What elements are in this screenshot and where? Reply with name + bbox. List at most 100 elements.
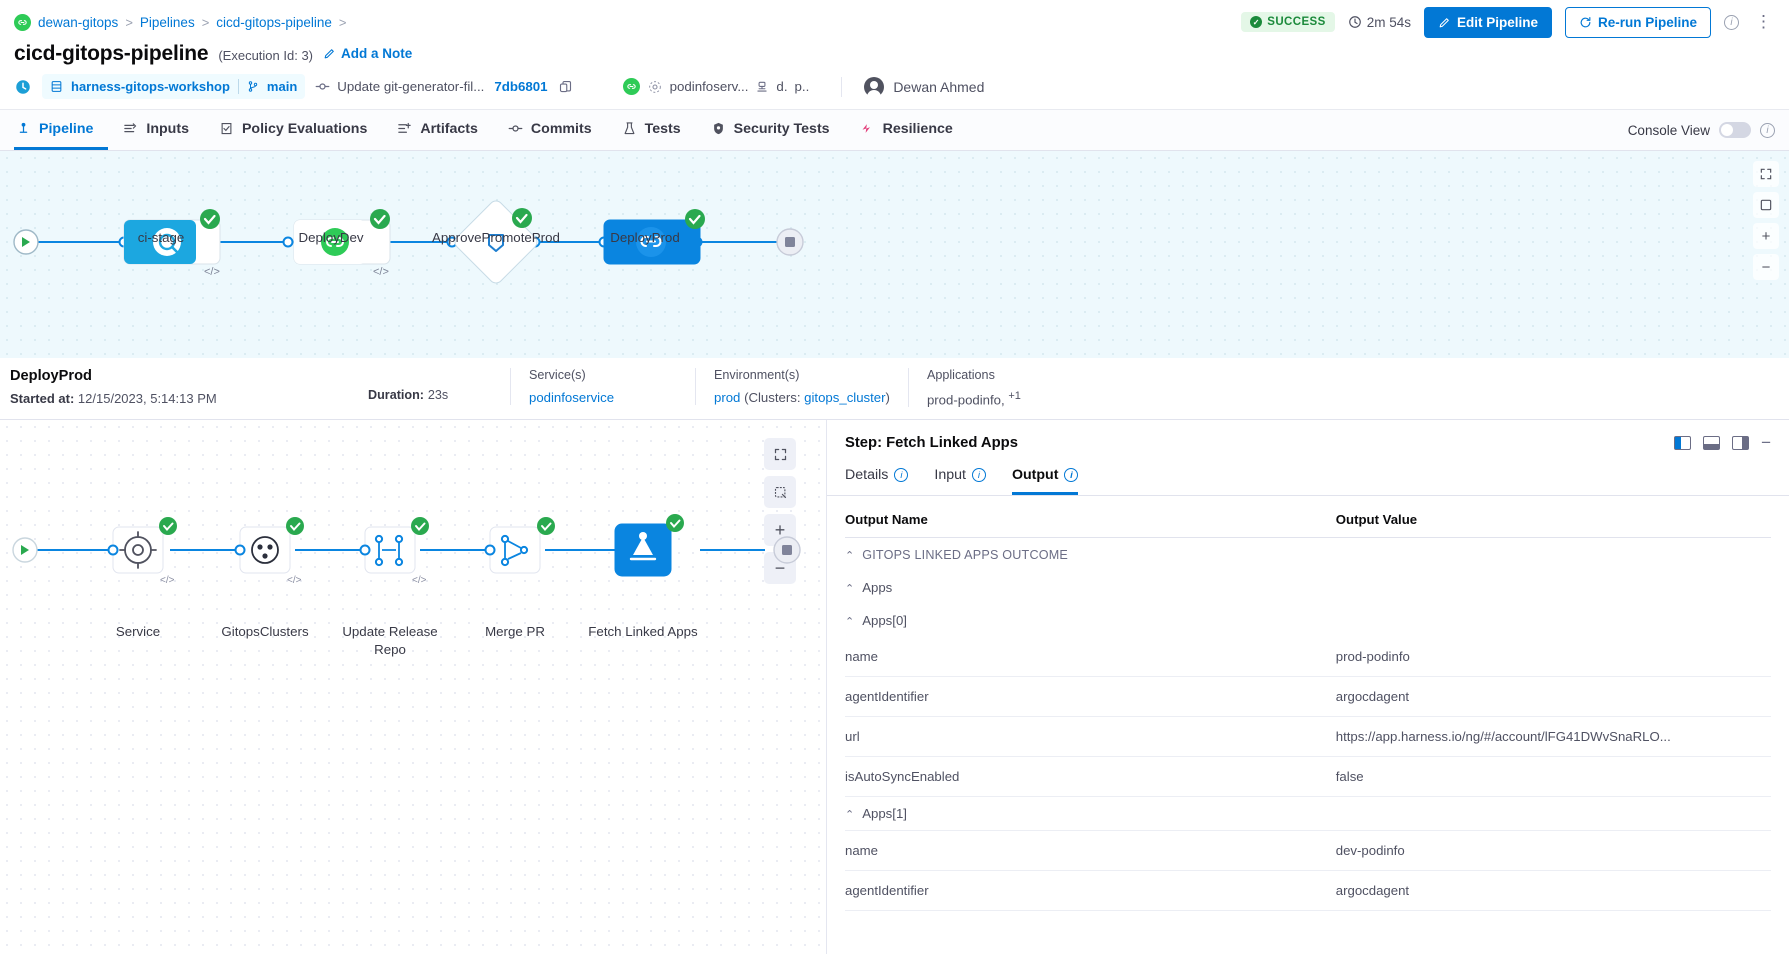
info-icon[interactable]: i bbox=[971, 468, 986, 483]
repo-chip[interactable]: harness-gitops-workshop main bbox=[42, 74, 306, 99]
breadcrumb-separator: > bbox=[201, 14, 210, 30]
col-output-value: Output Value bbox=[1335, 506, 1771, 539]
info-icon[interactable]: i bbox=[894, 468, 909, 483]
step-label-fetch-linked-apps: Fetch Linked Apps bbox=[588, 624, 698, 640]
table-row[interactable]: ⌃ Apps bbox=[845, 571, 1771, 604]
execution-tabs: Pipeline Inputs Policy Evaluations Artif… bbox=[0, 109, 1789, 151]
console-view-label: Console View bbox=[1627, 122, 1710, 138]
chip-divider bbox=[237, 79, 239, 94]
collapse-panel-icon[interactable]: − bbox=[1761, 433, 1771, 453]
stage-label-deployprod: DeployProd bbox=[610, 230, 680, 245]
rerun-pipeline-button[interactable]: Re-run Pipeline bbox=[1564, 6, 1711, 38]
tab-output[interactable]: Output i bbox=[1011, 467, 1079, 496]
table-row[interactable]: ⌃GITOPS LINKED APPS OUTCOME bbox=[845, 538, 1771, 572]
breadcrumb-item-2[interactable]: cicd-gitops-pipeline bbox=[216, 14, 332, 30]
cluster-link[interactable]: gitops_cluster bbox=[804, 390, 886, 405]
tab-label: Details bbox=[845, 467, 889, 484]
console-view-toggle[interactable] bbox=[1719, 122, 1751, 138]
step-graph[interactable]: + − </> bbox=[0, 420, 827, 954]
tab-resilience[interactable]: Resilience bbox=[845, 110, 968, 150]
output-value: argocdagent bbox=[1335, 870, 1771, 912]
branch-icon bbox=[247, 80, 259, 93]
applications-more-count[interactable]: +1 bbox=[1008, 390, 1021, 402]
services-label: Service(s) bbox=[529, 368, 586, 382]
execution-duration: 2m 54s bbox=[1348, 15, 1411, 30]
environment-link[interactable]: prod bbox=[714, 390, 741, 405]
tab-input[interactable]: Input i bbox=[934, 467, 986, 495]
step-panel-tabs: Details i Input i Output i bbox=[827, 451, 1789, 497]
chevron-up-icon[interactable]: ⌃ bbox=[845, 809, 855, 822]
step-label-update-release-repo: Update Release Repo bbox=[342, 624, 438, 657]
tab-security-tests[interactable]: Security Tests bbox=[696, 110, 845, 150]
col-output-name: Output Name bbox=[845, 506, 1336, 539]
panel-layout-controls: − bbox=[1674, 434, 1771, 451]
service-link[interactable]: podinfoservice bbox=[529, 390, 615, 405]
info-icon[interactable]: i bbox=[1760, 122, 1775, 138]
environment-row: prod (Clusters: gitops_cluster) bbox=[714, 390, 890, 405]
resilience-icon bbox=[862, 124, 870, 133]
tests-icon bbox=[624, 122, 635, 135]
chevron-up-icon[interactable]: ⌃ bbox=[845, 550, 855, 563]
edit-pipeline-button[interactable]: Edit Pipeline bbox=[1423, 6, 1552, 38]
group-label: Apps bbox=[862, 580, 893, 596]
table-row: agentIdentifier argocdagent bbox=[845, 676, 1771, 718]
artifacts-icon bbox=[398, 122, 412, 133]
output-value-link[interactable]: https://app.harness.io/ng/#/account/lFG4… bbox=[1335, 716, 1771, 758]
zoom-in-button[interactable]: + bbox=[1753, 223, 1779, 249]
info-icon[interactable]: i bbox=[1724, 14, 1739, 30]
tab-label: Pipeline bbox=[39, 120, 94, 137]
step-panel-title: Step: Fetch Linked Apps bbox=[845, 434, 1018, 451]
service-name: podinfoserv... bbox=[669, 79, 749, 94]
table-row: isAutoSyncEnabled false bbox=[845, 756, 1771, 798]
fit-to-screen-icon[interactable] bbox=[764, 476, 796, 509]
tab-inputs[interactable]: Inputs bbox=[108, 110, 204, 150]
branch-name: main bbox=[266, 79, 298, 94]
user-name: Dewan Ahmed bbox=[893, 78, 985, 95]
clusters-suffix: ) bbox=[885, 390, 890, 405]
zoom-out-button[interactable]: − bbox=[1753, 254, 1779, 280]
tab-tests[interactable]: Tests bbox=[607, 110, 696, 150]
copy-icon[interactable] bbox=[558, 79, 573, 94]
fit-to-screen-icon[interactable] bbox=[1753, 192, 1779, 218]
output-name: name bbox=[845, 830, 1336, 872]
more-options-button[interactable]: ⋮ bbox=[1755, 12, 1772, 31]
duration-text: 2m 54s bbox=[1366, 14, 1411, 30]
output-value: false bbox=[1335, 756, 1771, 798]
tab-policy-evaluations[interactable]: Policy Evaluations bbox=[204, 110, 382, 150]
rerun-pipeline-label: Re-run Pipeline bbox=[1597, 14, 1697, 30]
inputs-icon bbox=[124, 123, 137, 133]
panel-right-layout-icon[interactable] bbox=[1732, 435, 1750, 450]
user-group: Dewan Ahmed bbox=[841, 76, 985, 99]
tab-label: Resilience bbox=[882, 120, 953, 137]
fullscreen-icon[interactable] bbox=[1753, 161, 1779, 187]
tab-details[interactable]: Details i bbox=[845, 467, 909, 495]
info-icon[interactable]: i bbox=[1064, 468, 1079, 483]
breadcrumb-item-0[interactable]: dewan-gitops bbox=[38, 14, 119, 30]
commit-sha[interactable]: 7db6801 bbox=[494, 79, 548, 94]
refresh-icon bbox=[1580, 16, 1591, 27]
breadcrumb-item-1[interactable]: Pipelines bbox=[139, 14, 195, 30]
stage-graph-canvas: </> </> bbox=[13, 200, 804, 284]
repo-name: harness-gitops-workshop bbox=[71, 79, 230, 94]
stage-label-ci-stage: ci-stage bbox=[137, 230, 185, 245]
step-label-service: Service bbox=[115, 624, 161, 640]
stage-graph[interactable]: + − bbox=[0, 151, 1789, 358]
console-view-group: Console View i bbox=[1628, 110, 1775, 150]
output-table-wrapper[interactable]: Output Name Output Value ⌃GITOPS LINKED … bbox=[827, 496, 1789, 954]
chevron-up-icon[interactable]: ⌃ bbox=[845, 616, 855, 629]
tab-commits[interactable]: Commits bbox=[493, 110, 607, 150]
tab-label: Security Tests bbox=[733, 120, 830, 137]
chevron-up-icon[interactable]: ⌃ bbox=[845, 583, 855, 596]
tab-pipeline[interactable]: Pipeline bbox=[14, 110, 109, 150]
table-row[interactable]: ⌃Apps[0] bbox=[845, 604, 1771, 637]
duration-value: 23s bbox=[427, 388, 449, 402]
top-bar: dewan-gitops > Pipelines > cicd-gitops-p… bbox=[0, 0, 1789, 44]
tab-artifacts[interactable]: Artifacts bbox=[382, 110, 493, 150]
stage-label-deploydev: DeployDev bbox=[298, 230, 364, 245]
fullscreen-icon[interactable] bbox=[764, 438, 796, 471]
add-note-button[interactable]: Add a Note bbox=[323, 46, 412, 61]
table-row[interactable]: ⌃Apps[1] bbox=[845, 796, 1771, 832]
stage-detail-bar: DeployProd Started at: 12/15/2023, 5:14:… bbox=[0, 358, 1789, 421]
panel-left-layout-icon[interactable] bbox=[1674, 435, 1692, 450]
panel-bottom-layout-icon[interactable] bbox=[1703, 435, 1721, 450]
